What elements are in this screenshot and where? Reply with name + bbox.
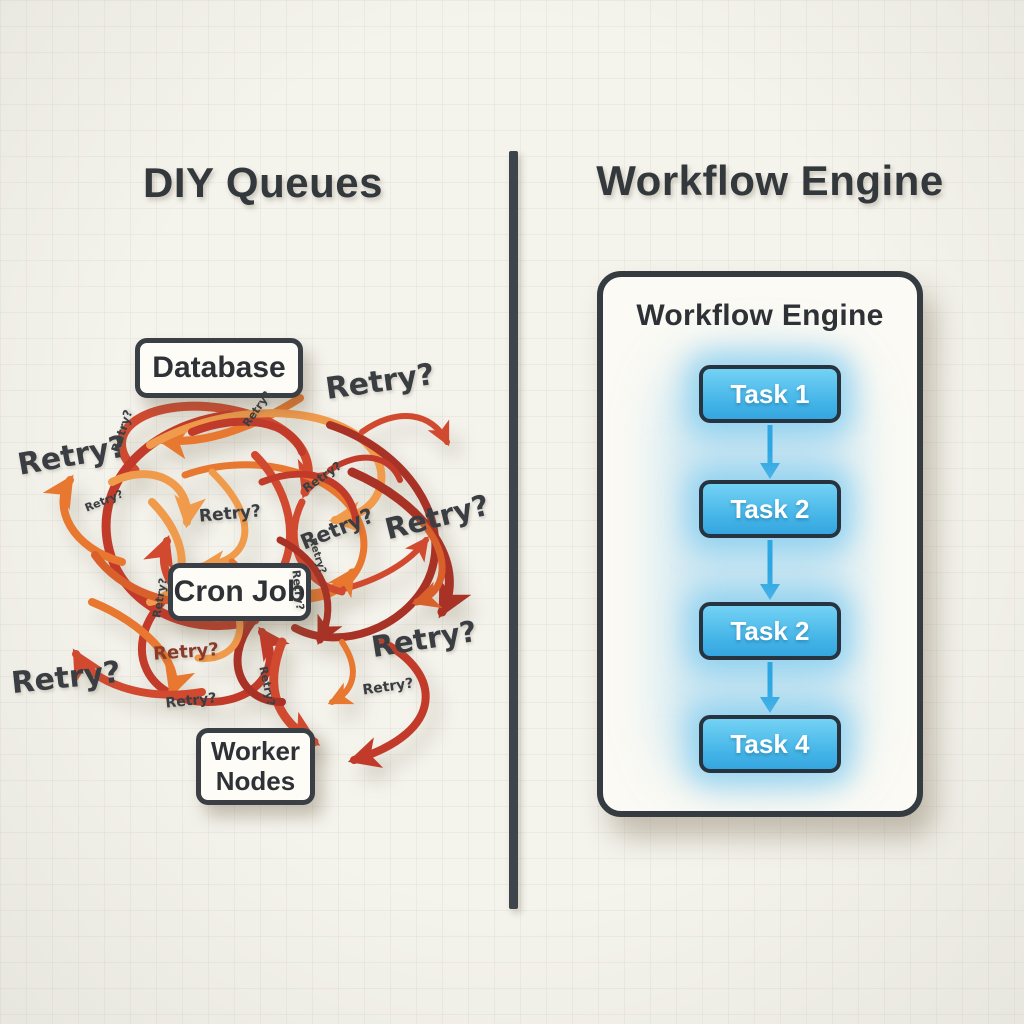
task-3-label: Task 2 <box>730 615 810 646</box>
task-2-box: Task 2 <box>699 480 841 538</box>
worker-nodes-node-label: Worker Nodes <box>210 736 301 796</box>
task-4-box: Task 4 <box>699 715 841 773</box>
flow-arrow-icon <box>760 425 780 479</box>
database-node-label: Database <box>152 351 286 384</box>
cron-job-node-label: Cron Job <box>173 575 306 608</box>
blue-glow <box>665 355 855 785</box>
task-1-box: Task 1 <box>699 365 841 423</box>
workflow-engine-panel: Workflow Engine Task 1 Task 2 Task 2 Tas… <box>597 271 923 817</box>
worker-nodes-node: Worker Nodes <box>196 728 315 805</box>
right-title: Workflow Engine <box>596 157 944 204</box>
database-node: Database <box>135 338 303 398</box>
task-1-label: Task 1 <box>730 378 810 409</box>
workflow-engine-panel-title: Workflow Engine <box>636 299 884 332</box>
vertical-divider <box>509 151 518 909</box>
cron-job-node: Cron Job <box>168 563 311 621</box>
task-3-box: Task 2 <box>699 602 841 660</box>
flow-arrow-icon <box>760 540 780 600</box>
task-4-label: Task 4 <box>730 728 810 759</box>
left-title: DIY Queues <box>143 159 383 206</box>
flow-arrow-icon <box>760 662 780 713</box>
task-2-label: Task 2 <box>730 493 810 524</box>
